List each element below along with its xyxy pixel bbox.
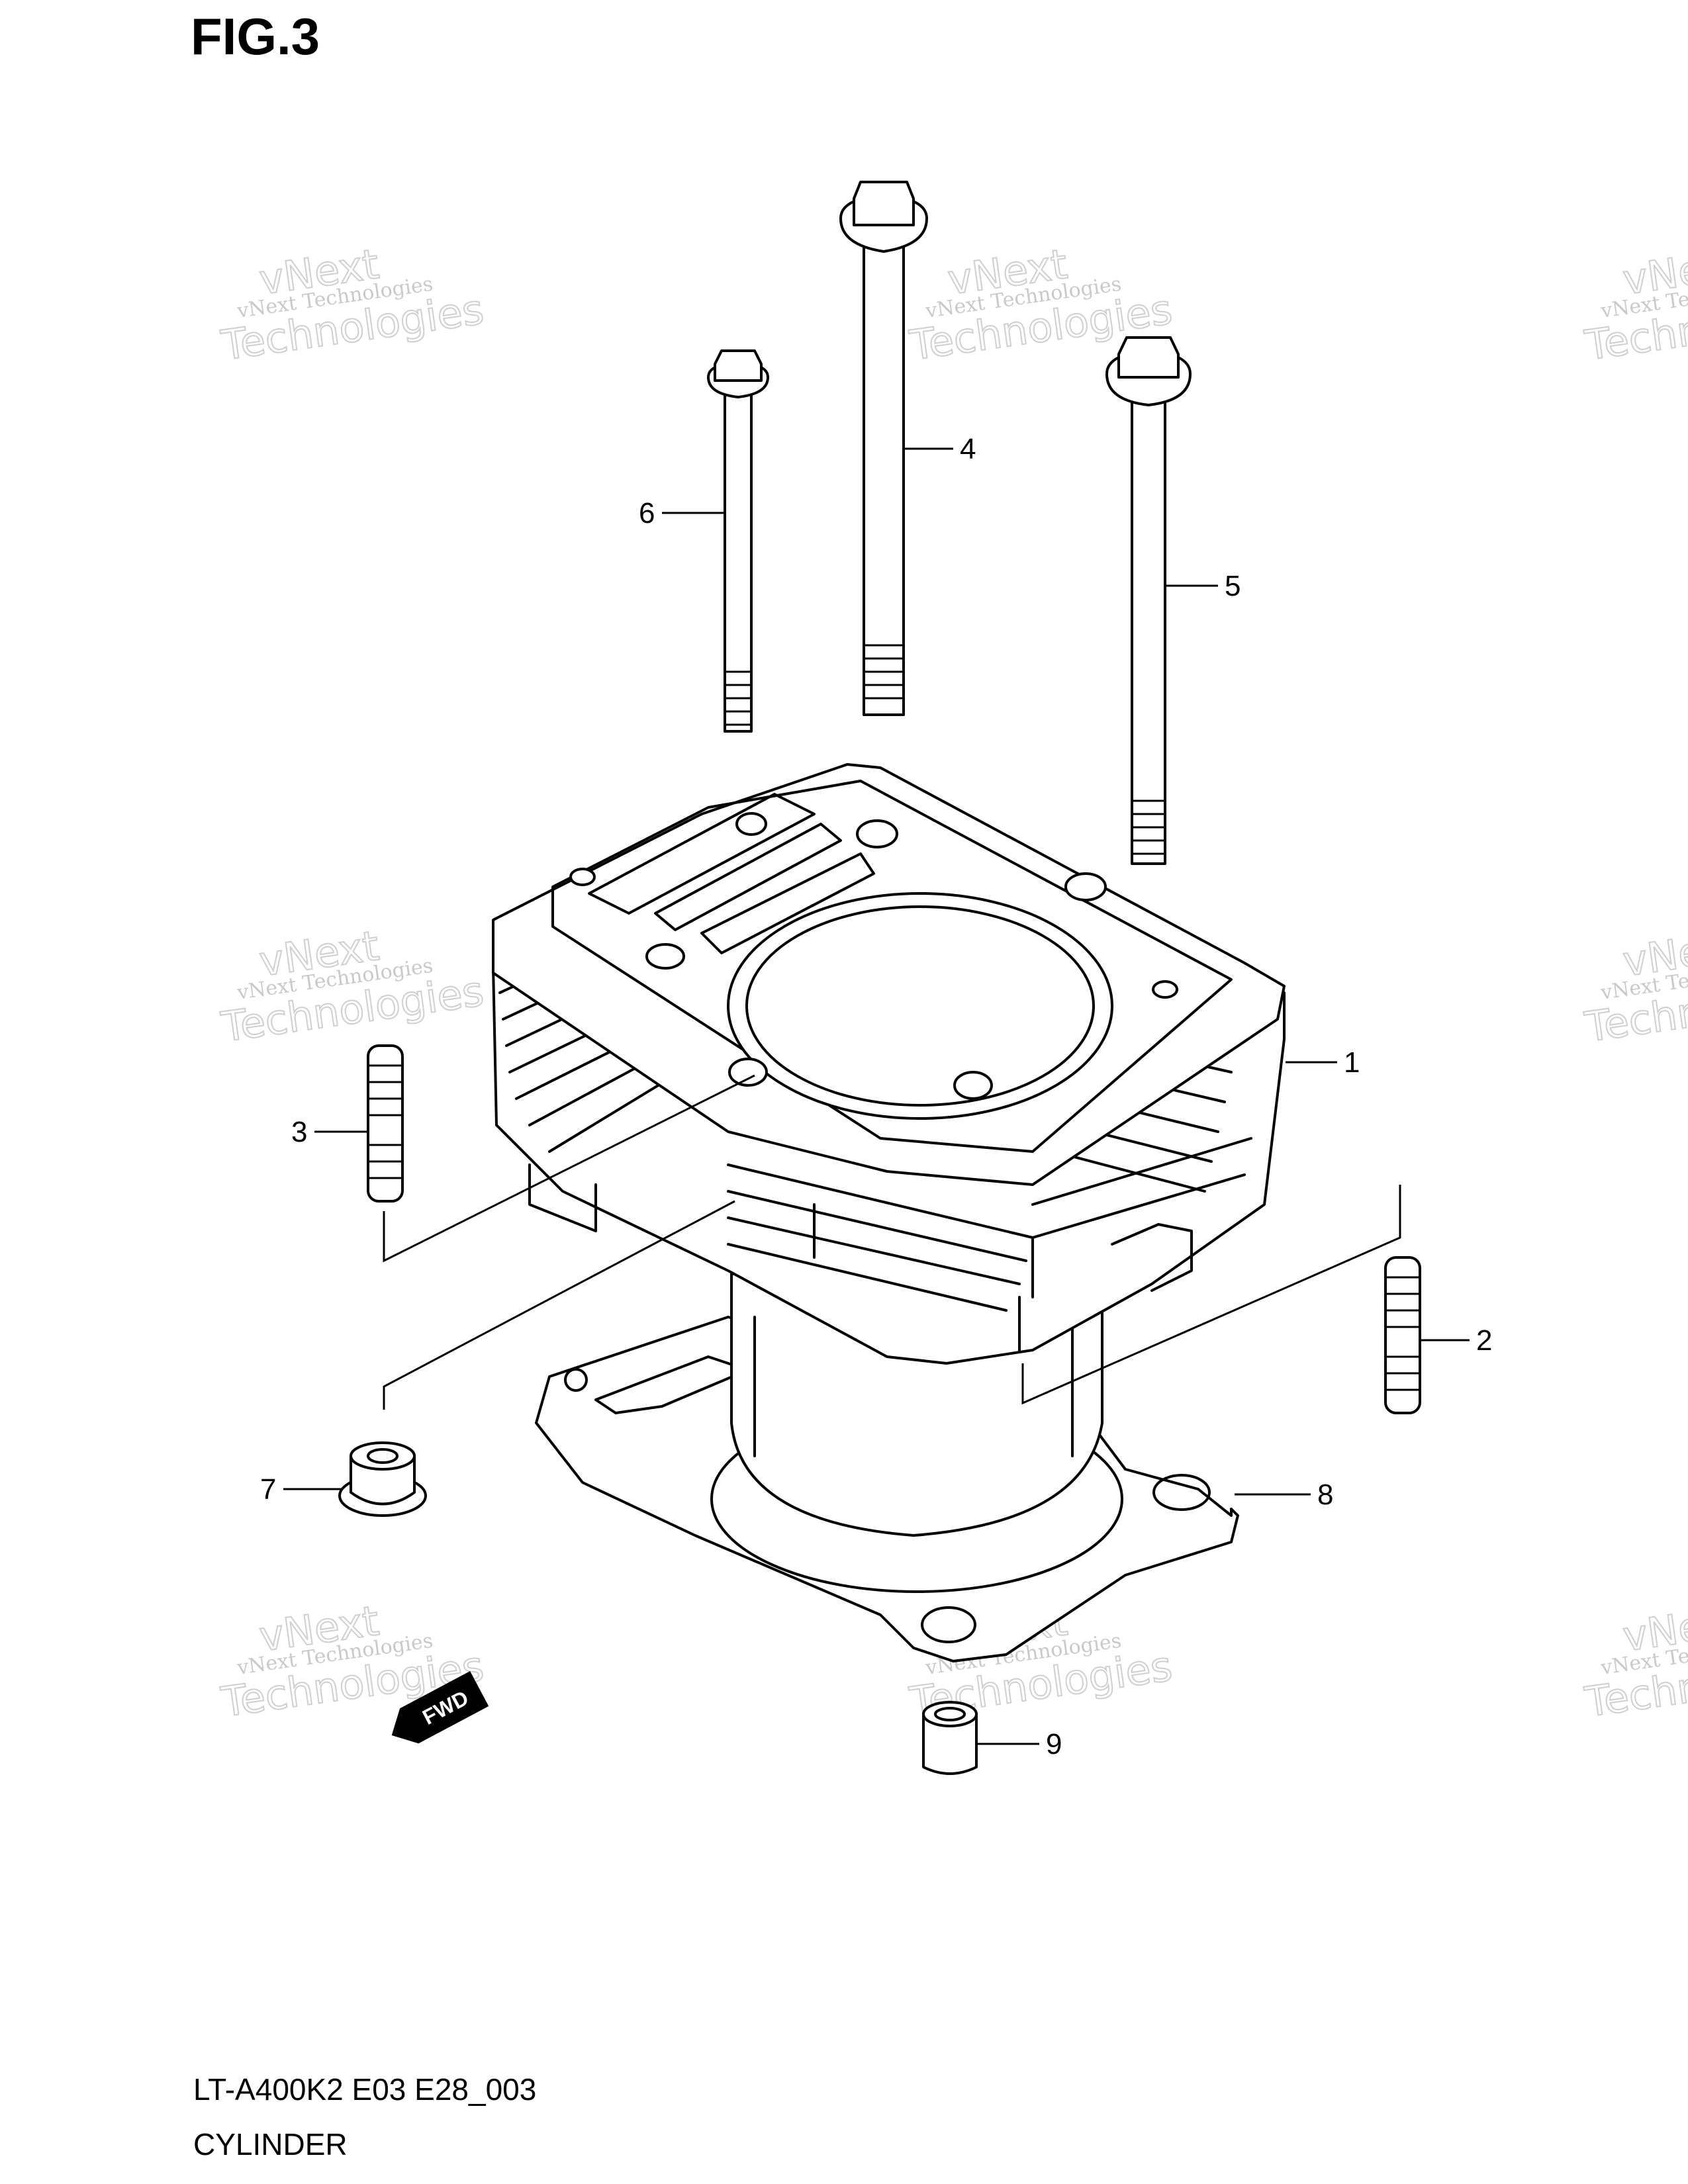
callout-3: 3 (291, 1116, 368, 1148)
callout-9: 9 (978, 1728, 1062, 1760)
svg-text:2: 2 (1476, 1324, 1492, 1357)
callout-8: 8 (1235, 1479, 1333, 1511)
callout-6: 6 (639, 497, 724, 529)
svg-text:7: 7 (260, 1473, 276, 1506)
part-9-dowel-pin (922, 1701, 978, 1775)
part-2-stud (1384, 1256, 1421, 1414)
part-5-long-bolt (1105, 336, 1192, 865)
watermark-mid-left: vNext Technologies vNext Technologies (218, 921, 488, 1052)
svg-text:vNext: vNext (1620, 1596, 1688, 1661)
section-name-label: CYLINDER (193, 2127, 348, 2161)
part-7-flange-nut (338, 1441, 427, 1517)
watermark-top-right: vNext Technologies vNext Technologies (1581, 239, 1688, 371)
watermark-top-center: vNext Technologies vNext Technologies (906, 239, 1176, 371)
part-6-short-bolt (707, 349, 769, 733)
part-4-long-bolt (839, 181, 928, 716)
assembly-guide-lines (383, 1074, 1401, 1410)
svg-text:3: 3 (291, 1116, 307, 1148)
svg-text:6: 6 (639, 497, 655, 529)
watermark-top-left: vNext Technologies vNext Technologies (218, 239, 488, 371)
watermark-bottom-right: vNext Technologies vNext Technologies (1581, 1596, 1688, 1727)
callout-7: 7 (260, 1473, 341, 1506)
part-1-cylinder (492, 763, 1286, 1537)
svg-text:5: 5 (1225, 570, 1241, 602)
figure-title: FIG.3 (191, 7, 320, 66)
model-code-label: LT-A400K2 E03 E28_003 (193, 2072, 537, 2107)
svg-text:9: 9 (1046, 1728, 1062, 1760)
svg-text:8: 8 (1317, 1479, 1333, 1511)
svg-text:vNext: vNext (1620, 921, 1688, 985)
watermark-mid-right: vNext Technologies vNext Technologies (1581, 921, 1688, 1052)
callout-2: 2 (1421, 1324, 1492, 1357)
svg-text:1: 1 (1344, 1046, 1360, 1079)
svg-text:vNext: vNext (1620, 240, 1688, 304)
callout-4: 4 (905, 433, 976, 465)
svg-text:4: 4 (960, 433, 976, 465)
callout-1: 1 (1286, 1046, 1360, 1079)
part-3-stud (367, 1044, 404, 1203)
callout-5: 5 (1166, 570, 1241, 602)
